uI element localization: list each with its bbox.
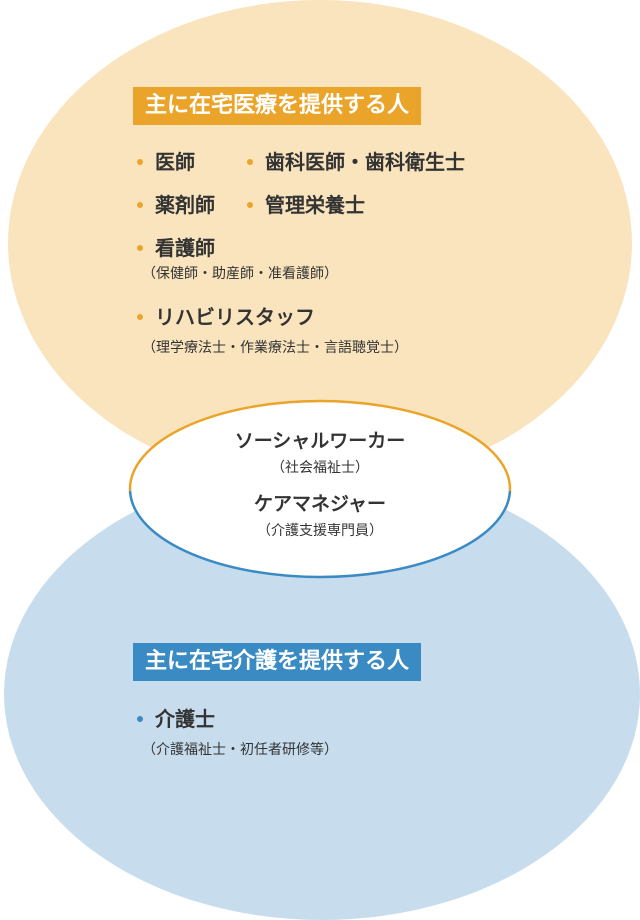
bullet-icon: [247, 158, 253, 165]
medical-item-rehab-sub: （理学療法士・作業療法士・言語聴覚士）: [142, 340, 408, 356]
medical-item-nurse: 看護師: [137, 236, 215, 260]
overlap-item-social-worker-sub: （社会福祉士）: [271, 460, 369, 476]
medical-item-nurse-sub: （保健師・助産師・准看護師）: [142, 266, 338, 282]
medical-item-dietitian: 管理栄養士: [247, 193, 365, 217]
care-heading: 主に在宅介護を提供する人: [133, 643, 422, 681]
bullet-icon: [137, 244, 143, 251]
care-item-caregiver: 介護士: [137, 707, 215, 731]
care-circle: [4, 468, 640, 920]
overlap-ellipse: [130, 401, 510, 577]
medical-heading: 主に在宅医療を提供する人: [133, 87, 422, 125]
overlap-item-care-manager: ケアマネジャー: [253, 493, 387, 515]
bullet-icon: [137, 715, 143, 722]
bullet-icon: [137, 158, 143, 165]
overlap-item-care-manager-sub: （介護支援専門員）: [257, 523, 383, 539]
medical-item-doctor: 医師: [137, 150, 195, 174]
overlap-item-social-worker: ソーシャルワーカー: [234, 430, 406, 452]
medical-item-rehab: リハビリスタッフ: [137, 305, 315, 329]
medical-item-pharmacist: 薬剤師: [137, 193, 215, 217]
medical-item-dentist: 歯科医師・歯科衛生士: [247, 150, 465, 174]
bullet-icon: [137, 313, 143, 320]
bullet-icon: [137, 201, 143, 208]
overlap-border-top: [128, 399, 512, 491]
overlap-border-bottom: [128, 491, 512, 579]
bullet-icon: [247, 201, 253, 208]
care-item-caregiver-sub: （介護福祉士・初任者研修等）: [142, 742, 338, 758]
